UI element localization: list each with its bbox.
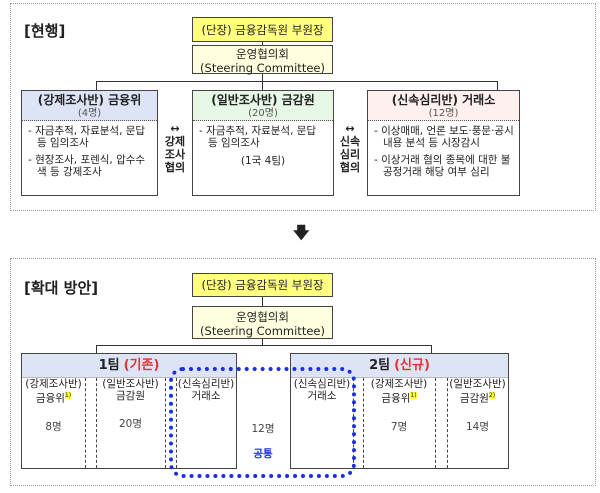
steering-box: 운영협의회 (Steering Committee) <box>192 45 333 75</box>
team-name: 2팀 <box>369 357 391 373</box>
unit-count: (20명) <box>248 108 278 119</box>
team-name: 1팀 <box>98 357 120 373</box>
shared-group-outline <box>169 367 356 478</box>
unit-count: (12명) <box>428 108 459 119</box>
unit-fss: (일반조사반) 금감원(20명) - 자금추적, 자료분석, 문답 등 임의조사… <box>192 90 334 196</box>
double-arrow-icon: ↔ <box>345 122 355 135</box>
proposed-panel <box>10 258 596 486</box>
current-title: [현행] <box>24 22 66 40</box>
shared-label: 공통 <box>253 448 273 460</box>
unit-fsc: (강제조사반) 금융위(4명) - 자금추적, 자료분석, 문답 등 임의조사-… <box>21 90 158 196</box>
steering-label: 운영협의회 <box>236 47 289 61</box>
team-tag: (기존) <box>123 357 160 373</box>
unit-name: (일반조사반) 금감원 <box>211 93 315 107</box>
unit-count: 8명 <box>45 420 62 433</box>
unit-item: 현장조사, 포렌식, 압수수색 등 강제조사 <box>35 154 146 178</box>
unit-count: (4명) <box>77 108 102 119</box>
down-arrow-icon: 🡇 <box>293 223 310 242</box>
unit-fsc: (강제조사반)금융위1)7명 <box>363 378 435 433</box>
head-box: (단장) 금융감독원 부원장 <box>192 273 333 297</box>
steering-sub: (Steering Committee) <box>200 324 325 338</box>
proposed-title: [확대 방안] <box>24 279 99 297</box>
unit-krx: (신속심리반)거래소 <box>177 378 235 402</box>
unit-fss: (일반조사반)금감원2)14명 <box>447 378 508 433</box>
unit-count: 20명 <box>118 418 143 430</box>
head-box: (단장) 금융감독원 부원장 <box>192 17 333 42</box>
unit-krx: (신속심리반) 거래소(12명) - 이상매매, 언론 보도·풍문·공시내용 분… <box>367 90 520 196</box>
current-panel <box>10 3 596 211</box>
steering-box: 운영협의회 (Steering Committee) <box>192 306 333 339</box>
unit-item: 자금추적, 자료분석, 문답 등 임의조사 <box>206 125 317 149</box>
steering-label: 운영협의회 <box>236 310 289 324</box>
unit-krx: (신속심리반)거래소 <box>293 378 351 402</box>
unit-item: 이상거래 혐의 종목에 대한 불공정거래 해당 여부 심리 <box>381 154 511 178</box>
unit-fsc: (강제조사반)금융위1)8명 <box>22 378 85 433</box>
unit-name: (강제조사반) 금융위 <box>37 93 142 107</box>
unit-name: (신속심리반) 거래소 <box>391 93 496 107</box>
unit-count: 14명 <box>465 420 490 433</box>
unit-count: 7명 <box>390 420 408 433</box>
unit-note: (1국 4팀) <box>240 155 286 167</box>
steering-sub: (Steering Committee) <box>200 61 325 75</box>
team2-box: 2팀(신규) (신속심리반)거래소 (강제조사반)금융위1)7명 (일반조사반)… <box>290 353 509 469</box>
team-tag: (신규) <box>394 357 430 373</box>
double-arrow-icon: ↔ <box>170 122 180 135</box>
unit-item: 자금추적, 자료분석, 문답 등 임의조사 <box>35 125 146 149</box>
unit-item: 이상매매, 언론 보도·풍문·공시내용 분석 등 시장감시 <box>381 125 514 149</box>
shared-count: 12명 <box>251 423 275 435</box>
